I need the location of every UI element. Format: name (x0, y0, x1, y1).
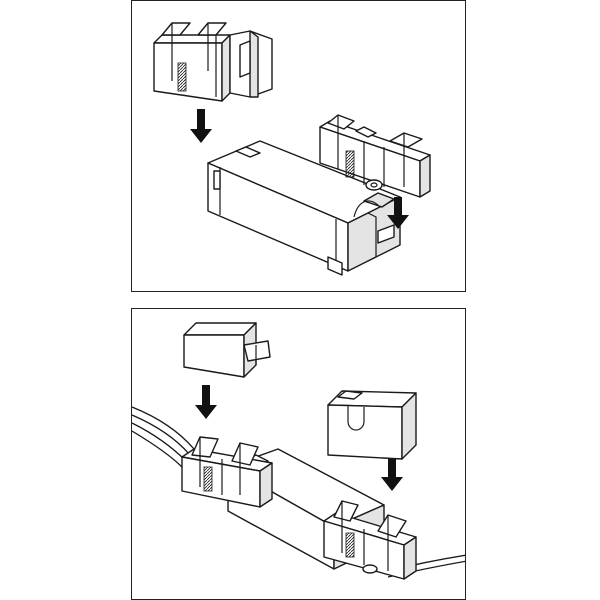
end-cap-right (319, 114, 431, 198)
down-arrow-icon (195, 385, 217, 419)
panel-step-2 (131, 308, 466, 600)
driver-housing (207, 140, 401, 276)
end-cap-right-assembled (323, 500, 417, 580)
down-arrow-icon (190, 109, 212, 143)
end-cap-left-assembled (181, 436, 273, 508)
illustration-step-1 (153, 22, 431, 276)
cover-right (327, 390, 417, 460)
down-arrow-icon (387, 197, 409, 229)
cover-left (183, 322, 271, 378)
illustration-step-2 (132, 322, 465, 580)
panel-step-1 (131, 0, 466, 292)
end-cap-left (153, 22, 273, 102)
down-arrow-icon (381, 459, 403, 491)
